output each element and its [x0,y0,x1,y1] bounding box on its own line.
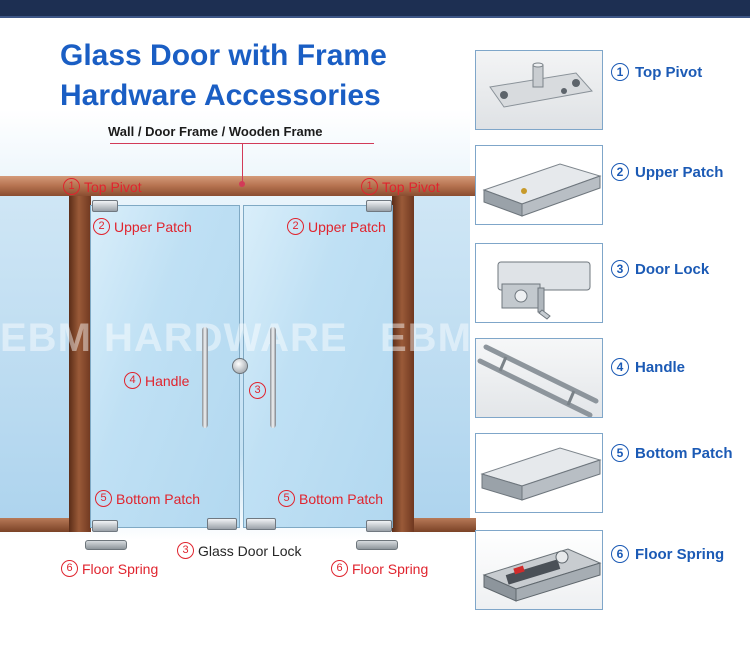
right-floor-spring [356,540,398,550]
callout-label: Top Pivot [84,178,142,195]
right-lock-plate [246,518,276,530]
left-lock-plate [207,518,237,530]
right-side-glass-panel [414,196,470,518]
callout-number: 2 [93,218,110,235]
callout-number: 6 [331,560,348,577]
accessory-label-handle: 4 Handle [611,358,685,376]
callout-label: Handle [145,372,190,389]
right-bottom-patch-fitting [366,520,392,532]
accessory-name: Door Lock [635,260,710,278]
floor-spring-icon [475,530,603,610]
title-line-2: Hardware Accessories [60,79,381,112]
accessory-number: 1 [611,63,629,81]
top-pivot-icon [475,50,603,130]
accessory-label-floor-spring: 6 Floor Spring [611,545,724,563]
accessory-name: Bottom Patch [635,444,733,462]
right-frame-sill [414,518,476,532]
frame-label: Wall / Door Frame / Wooden Frame [108,124,323,139]
callout-label: Floor Spring [352,560,429,577]
callout-number: 1 [63,178,80,195]
left-frame-post [69,196,91,532]
accessory-number: 3 [611,260,629,278]
callout-upper-patch-right: 2 Upper Patch [287,218,386,235]
left-side-glass-panel [0,196,69,518]
left-frame-sill [0,518,69,532]
accessory-number: 6 [611,545,629,563]
callout-number: 2 [287,218,304,235]
callout-top-pivot-left: 1 Top Pivot [63,178,142,195]
accessory-name: Handle [635,358,686,376]
callout-label: Upper Patch [114,218,192,235]
right-frame-post [392,196,414,532]
callout-door-lock-mid: 3 [249,382,266,399]
callout-handle: 4 Handle [124,372,189,389]
callout-label: Top Pivot [382,178,440,195]
callout-top-pivot-right: 1 Top Pivot [361,178,440,195]
callout-number: 5 [95,490,112,507]
callout-label: Bottom Patch [299,490,384,507]
upper-patch-icon [475,145,603,225]
accessory-name: Floor Spring [635,545,725,563]
accessory-label-upper-patch: 2 Upper Patch [611,163,723,181]
callout-bottom-patch-right: 5 Bottom Patch [278,490,383,507]
accessory-label-top-pivot: 1 Top Pivot [611,63,702,81]
frame-pointer-line [242,143,243,183]
watermark-left: EBM HARDWARE [0,316,348,360]
callout-number: 4 [124,372,141,389]
accessory-label-bottom-patch: 5 Bottom Patch [611,444,733,462]
callout-floor-spring-left: 6 Floor Spring [61,560,158,577]
accessory-label-door-lock: 3 Door Lock [611,260,709,278]
left-bottom-patch-fitting [92,520,118,532]
callout-label: Floor Spring [82,560,159,577]
page-title: Glass Door with Frame Hardware Accessori… [60,36,460,116]
left-pull-handle [202,327,208,428]
title-line-1: Glass Door with Frame [60,39,387,72]
callout-upper-patch-left: 2 Upper Patch [93,218,192,235]
callout-label: Upper Patch [308,218,386,235]
frame-pointer-dot [239,181,245,187]
accessory-number: 4 [611,358,629,376]
left-upper-patch-fitting [92,200,118,212]
callout-glass-door-lock: 3 Glass Door Lock [177,542,301,559]
right-glass-door [243,205,393,528]
wooden-frame-beam [0,176,476,196]
callout-label: Bottom Patch [116,490,201,507]
accessory-number: 5 [611,444,629,462]
callout-number: 1 [361,178,378,195]
accessory-name: Top Pivot [635,63,703,81]
callout-label: Glass Door Lock [198,542,302,559]
handle-icon [475,338,603,418]
left-glass-door [90,205,240,528]
callout-number: 5 [278,490,295,507]
callout-number: 6 [61,560,78,577]
accessory-name: Upper Patch [635,163,724,181]
top-banner-bar [0,0,750,18]
right-upper-patch-fitting [366,200,392,212]
center-lock-knob [232,358,248,374]
callout-number: 3 [177,542,194,559]
callout-number: 3 [249,382,266,399]
callout-bottom-patch-left: 5 Bottom Patch [95,490,200,507]
accessory-number: 2 [611,163,629,181]
door-lock-icon [475,243,603,323]
callout-floor-spring-right: 6 Floor Spring [331,560,428,577]
bottom-patch-icon [475,433,603,513]
left-floor-spring [85,540,127,550]
right-pull-handle [270,327,276,428]
